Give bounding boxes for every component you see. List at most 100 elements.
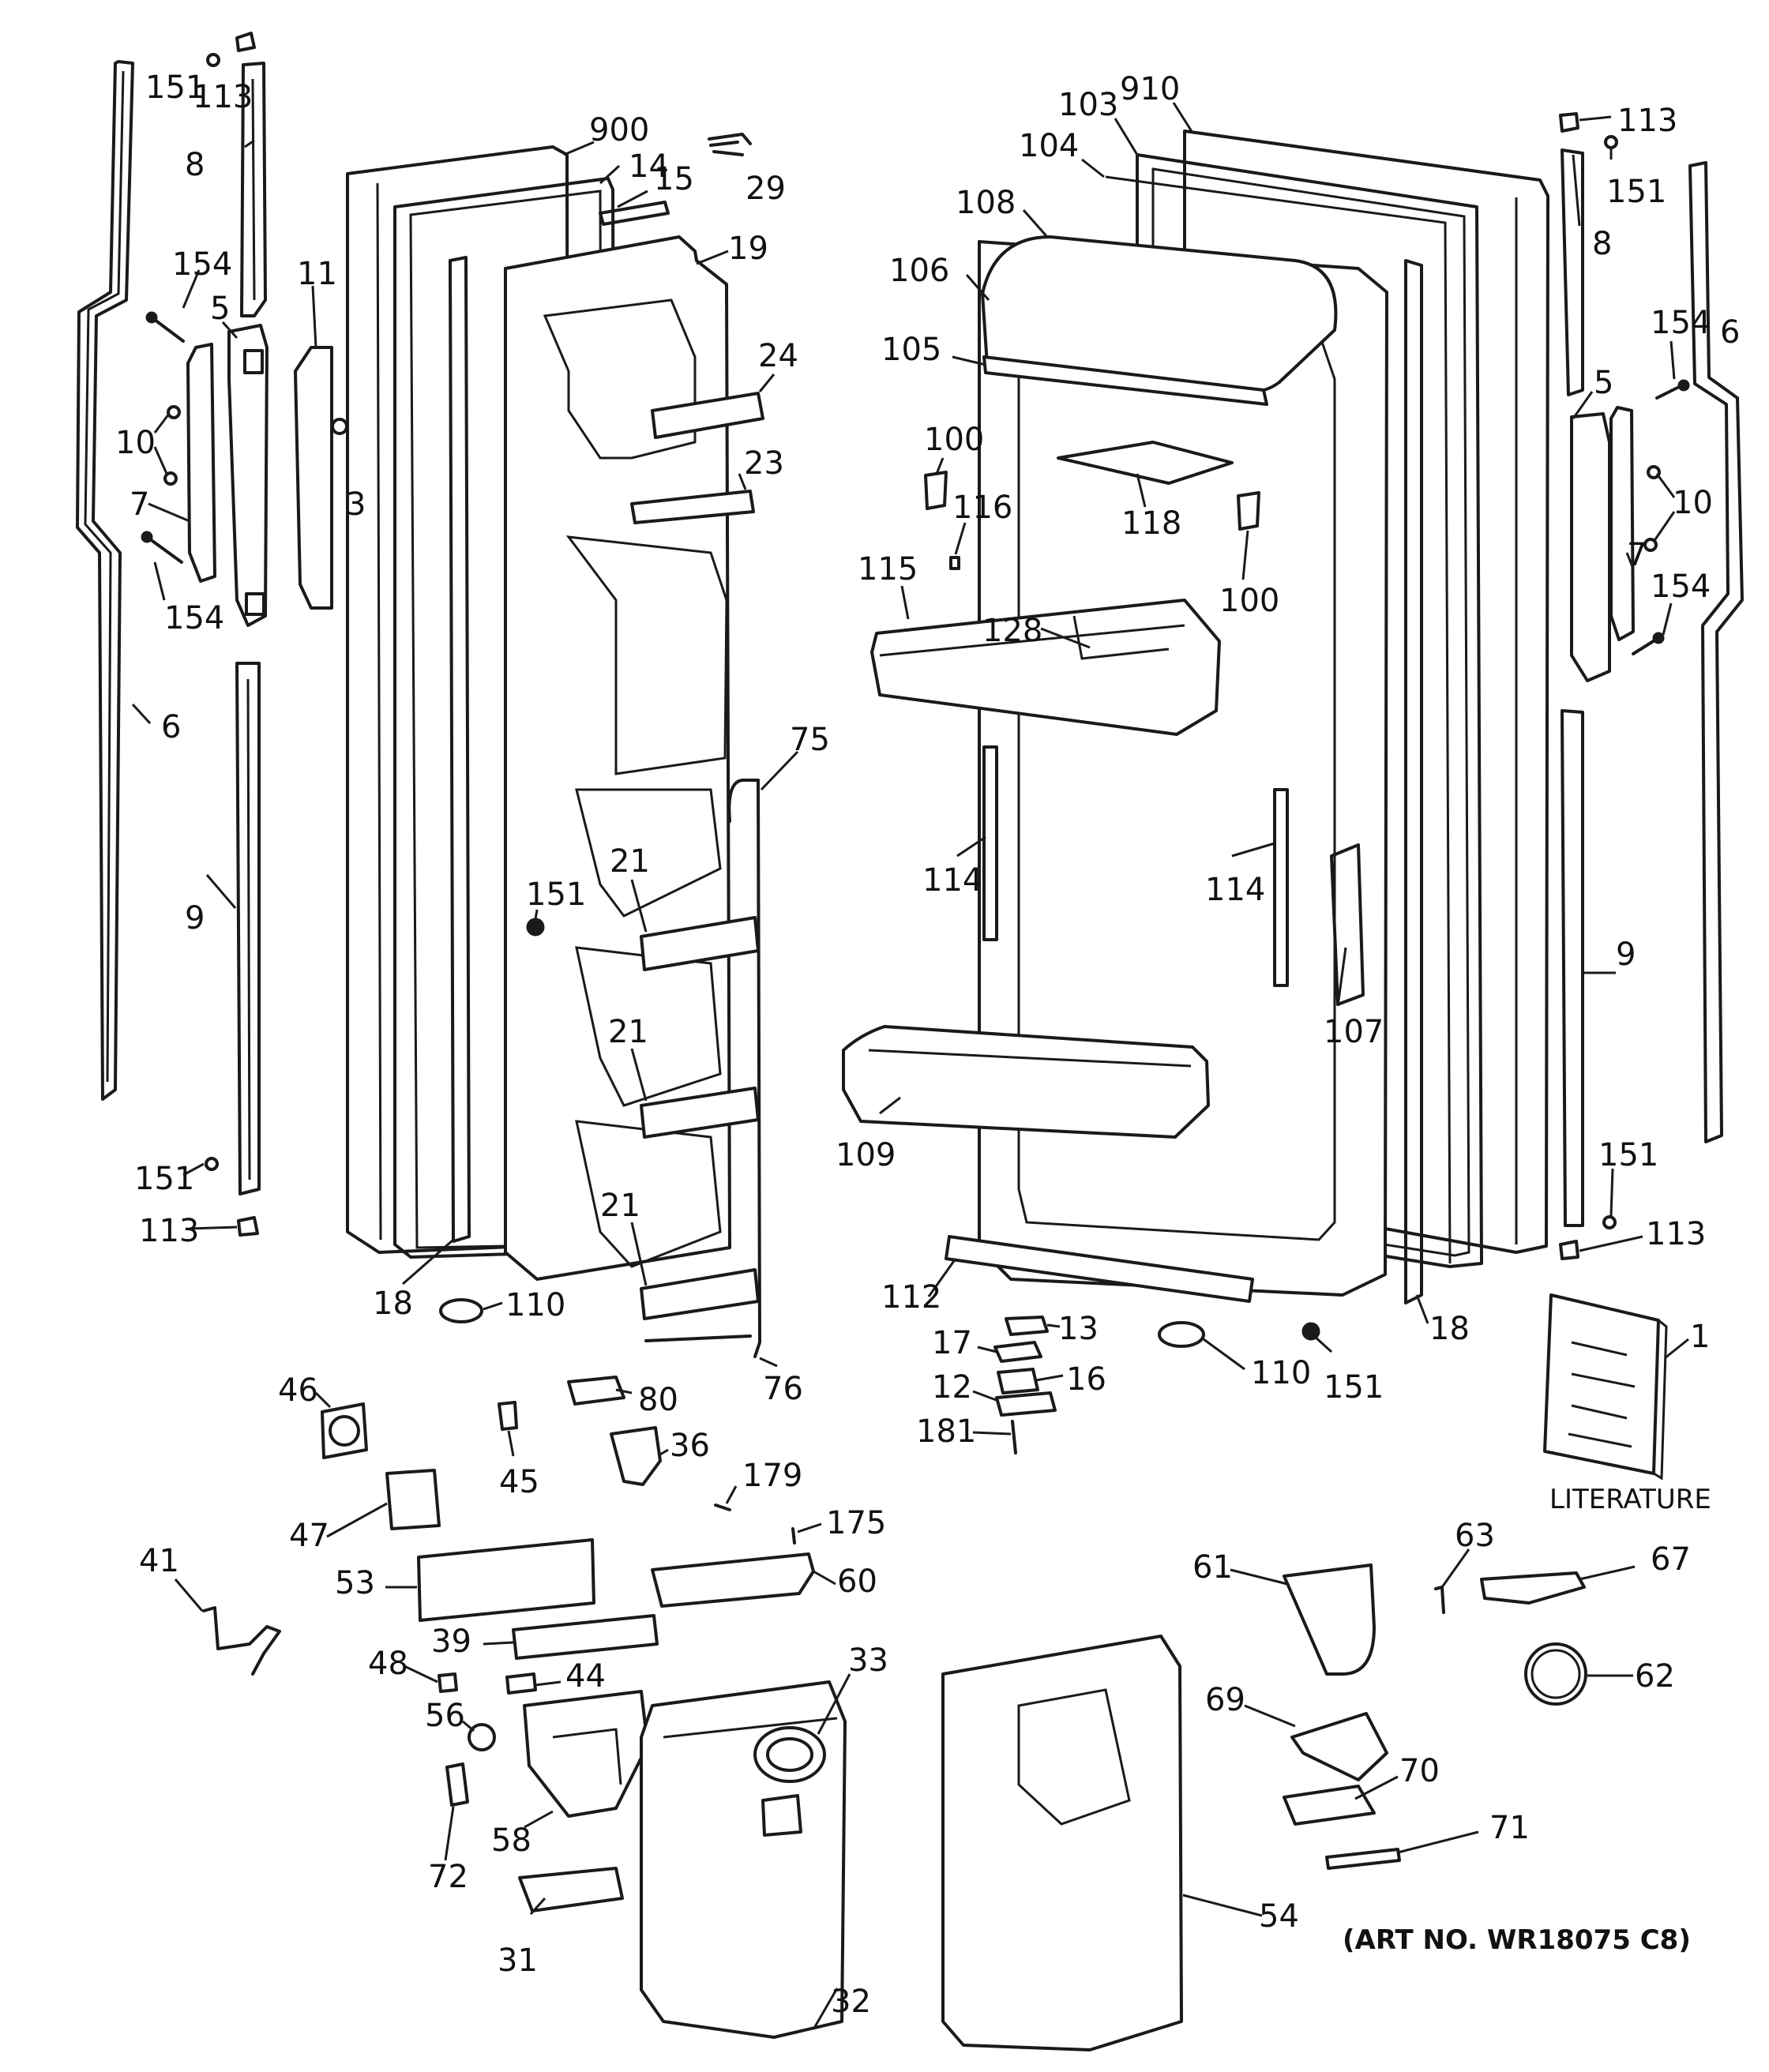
label-71: 71 <box>1489 1810 1530 1846</box>
part-71-rod <box>1325 1848 1401 1870</box>
part-151-screw-top-right <box>1604 135 1618 149</box>
label-11: 11 <box>297 256 337 292</box>
part-48-switch <box>438 1672 458 1693</box>
label-16: 16 <box>1066 1361 1106 1398</box>
label-58: 58 <box>491 1822 531 1859</box>
label-33: 33 <box>848 1642 888 1679</box>
label-5: 5 <box>1594 365 1613 401</box>
label-151: 151 <box>145 69 205 106</box>
part-33-auger <box>753 1726 826 1837</box>
label-70: 70 <box>1399 1753 1440 1789</box>
label-5: 5 <box>210 291 230 327</box>
label-56: 56 <box>425 1698 465 1734</box>
label-48: 48 <box>368 1646 408 1682</box>
part-11-bracket-left <box>294 346 333 610</box>
part-41-bracket <box>202 1606 281 1676</box>
label-154: 154 <box>1651 305 1711 341</box>
label-14: 14 <box>629 148 669 185</box>
part-110-stop-right <box>1158 1321 1205 1348</box>
label-8: 8 <box>1592 226 1612 262</box>
label-114: 114 <box>1205 872 1265 908</box>
label-116: 116 <box>952 490 1012 526</box>
label-29: 29 <box>746 171 786 207</box>
label-105: 105 <box>881 332 941 368</box>
label-19: 19 <box>728 231 768 267</box>
part-8-upper-trim-right <box>1561 148 1584 396</box>
label-23: 23 <box>744 445 784 482</box>
part-113-cap-bottom-left <box>237 1216 259 1237</box>
art-number-caption: (ART NO. WR18075 C8) <box>1343 1924 1691 1956</box>
part-113-cap-bottom-right <box>1559 1240 1579 1260</box>
part-116-clip <box>949 556 960 570</box>
part-100-clip-right <box>1237 491 1260 531</box>
label-9: 9 <box>185 900 205 937</box>
label-114: 114 <box>922 862 982 899</box>
label-10: 10 <box>1673 485 1713 521</box>
label-100: 100 <box>924 422 984 458</box>
part-80-hinge-left <box>567 1376 625 1406</box>
label-21: 21 <box>600 1188 640 1224</box>
label-1: 1 <box>1690 1319 1710 1355</box>
label-12: 12 <box>932 1369 972 1406</box>
label-44: 44 <box>565 1658 606 1695</box>
label-113: 113 <box>139 1213 199 1249</box>
label-67: 67 <box>1651 1541 1691 1578</box>
part-113-cap-top-left <box>235 32 256 52</box>
right-door-assembly <box>842 130 1549 1304</box>
part-7-handle-insert-right <box>1609 406 1635 641</box>
part-56-button <box>468 1723 496 1751</box>
part-110-stop-left <box>439 1298 483 1323</box>
label-53: 53 <box>335 1565 375 1601</box>
label-6: 6 <box>161 709 181 745</box>
label-113: 113 <box>193 79 253 115</box>
label-69: 69 <box>1205 1682 1245 1718</box>
label-47: 47 <box>289 1518 329 1554</box>
label-151: 151 <box>1606 174 1666 210</box>
part-36-actuator <box>610 1426 662 1486</box>
label-151: 151 <box>1324 1369 1384 1406</box>
literature-label: LITERATURE <box>1549 1484 1711 1515</box>
label-112: 112 <box>881 1279 941 1316</box>
part-46-knob <box>321 1402 368 1459</box>
label-115: 115 <box>858 551 918 587</box>
part-17-shim <box>993 1341 1042 1363</box>
part-1-literature-booklet <box>1543 1293 1668 1481</box>
label-151: 151 <box>1598 1137 1658 1173</box>
left-door-assembly <box>346 133 764 1358</box>
part-53-panel <box>417 1538 595 1622</box>
label-18: 18 <box>373 1286 413 1322</box>
label-6: 6 <box>1720 314 1740 351</box>
label-21: 21 <box>610 843 650 880</box>
label-60: 60 <box>837 1563 877 1600</box>
label-9: 9 <box>1616 937 1636 973</box>
label-3: 3 <box>346 486 366 523</box>
label-910: 910 <box>1120 71 1180 107</box>
part-12-hinge-lower <box>995 1391 1057 1417</box>
part-62-ring <box>1524 1642 1587 1706</box>
part-69-flap <box>1290 1712 1388 1781</box>
label-54: 54 <box>1259 1898 1299 1935</box>
label-109: 109 <box>836 1137 896 1173</box>
label-10: 10 <box>115 425 156 461</box>
label-179: 179 <box>742 1458 802 1494</box>
part-151-screw-liner <box>526 918 545 937</box>
label-63: 63 <box>1455 1518 1495 1554</box>
part-154-screws-right <box>1632 379 1690 655</box>
part-151-screw-top-left <box>206 53 220 67</box>
label-75: 75 <box>790 722 830 758</box>
part-44-switch <box>505 1672 537 1695</box>
label-7: 7 <box>130 486 149 523</box>
label-8: 8 <box>185 147 205 183</box>
part-9-lower-trim-left <box>235 662 261 1196</box>
part-7-handle-insert-left <box>186 343 216 583</box>
label-151: 151 <box>526 876 586 913</box>
part-151-screw-bottom-left <box>205 1157 219 1171</box>
label-21: 21 <box>608 1014 648 1050</box>
part-6-left-gasket-strip <box>76 60 134 1101</box>
label-13: 13 <box>1058 1311 1099 1347</box>
part-6-right-gasket-strip <box>1688 161 1744 1143</box>
part-113-cap-top-right <box>1559 112 1579 133</box>
label-110: 110 <box>505 1287 565 1323</box>
